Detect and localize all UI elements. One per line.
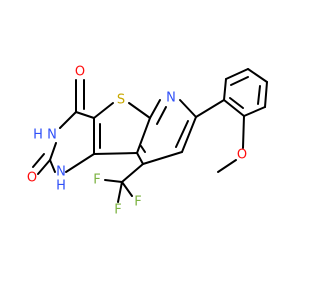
bond-aryl-2-dbl (230, 76, 249, 86)
bond-n-c6 (179, 99, 197, 118)
bond-c8-c8a-dbl (140, 145, 146, 153)
oxygen-bottom-label: O (27, 171, 37, 186)
oxygen-top-label: O (75, 65, 85, 80)
bonds (32, 68, 268, 203)
bond-c8-cf3 (121, 163, 144, 183)
bond-c8-c8a (136, 152, 144, 165)
bond-aryl-1 (223, 78, 227, 101)
bond-c6-aryl (195, 99, 225, 118)
bond-c2-n1 (49, 159, 56, 173)
bond-aryl-4-dbl (257, 85, 261, 105)
bond-aryl-2 (225, 68, 249, 80)
fluorine-3-label: F (114, 203, 121, 218)
bond-c2-o-b (32, 153, 45, 168)
background (0, 0, 300, 300)
bond-cf3-f3 (117, 181, 123, 203)
bond-c4-n3 (59, 111, 77, 129)
amide-h-1-label: H (56, 179, 66, 194)
chemical-structure: O H N O N H S N O F F F (0, 0, 300, 300)
bond-c6-c5-dbl (175, 120, 189, 148)
bond-c7a-n (149, 99, 161, 119)
bond-s-c7a (128, 102, 151, 119)
bond-c7a-n-dbl (156, 106, 167, 125)
fluorine-1-label: F (93, 173, 100, 188)
bond-cf3-f2 (121, 181, 133, 197)
bond-aryl-3 (247, 68, 268, 83)
bond-c4a-c4 (75, 111, 95, 119)
methoxy-oxygen-label: O (237, 148, 247, 163)
bond-c8a-c9a (93, 152, 138, 155)
bond-aryl-ome (242, 115, 245, 149)
bond-aryl-4 (264, 81, 268, 108)
fluorine-2-label: F (134, 195, 141, 210)
sulfur-label: S (117, 93, 125, 108)
bond-n1-c9a (65, 153, 95, 173)
nitrogen-1-label: N (56, 165, 66, 180)
bond-c2-o-a (37, 159, 51, 175)
bond-ome-ch3 (217, 159, 237, 173)
bond-aryl-6 (223, 99, 245, 117)
amide-h-3-label: H (33, 128, 43, 143)
bond-c5-c8 (142, 151, 183, 165)
atom-labels: O H N O N H S N O F F F (27, 65, 247, 218)
bond-aryl-6-dbl (229, 97, 244, 109)
pyridine-nitrogen-label: N (166, 91, 176, 106)
bond-c6-c5 (181, 116, 197, 153)
nitrogen-3-label: N (47, 128, 57, 143)
bond-n3-c2 (49, 142, 57, 161)
bond-aryl-5 (243, 106, 266, 117)
bond-c4a-s (93, 102, 114, 119)
bond-c7a-c8a (136, 117, 151, 154)
bond-cf3-f1 (104, 179, 123, 183)
